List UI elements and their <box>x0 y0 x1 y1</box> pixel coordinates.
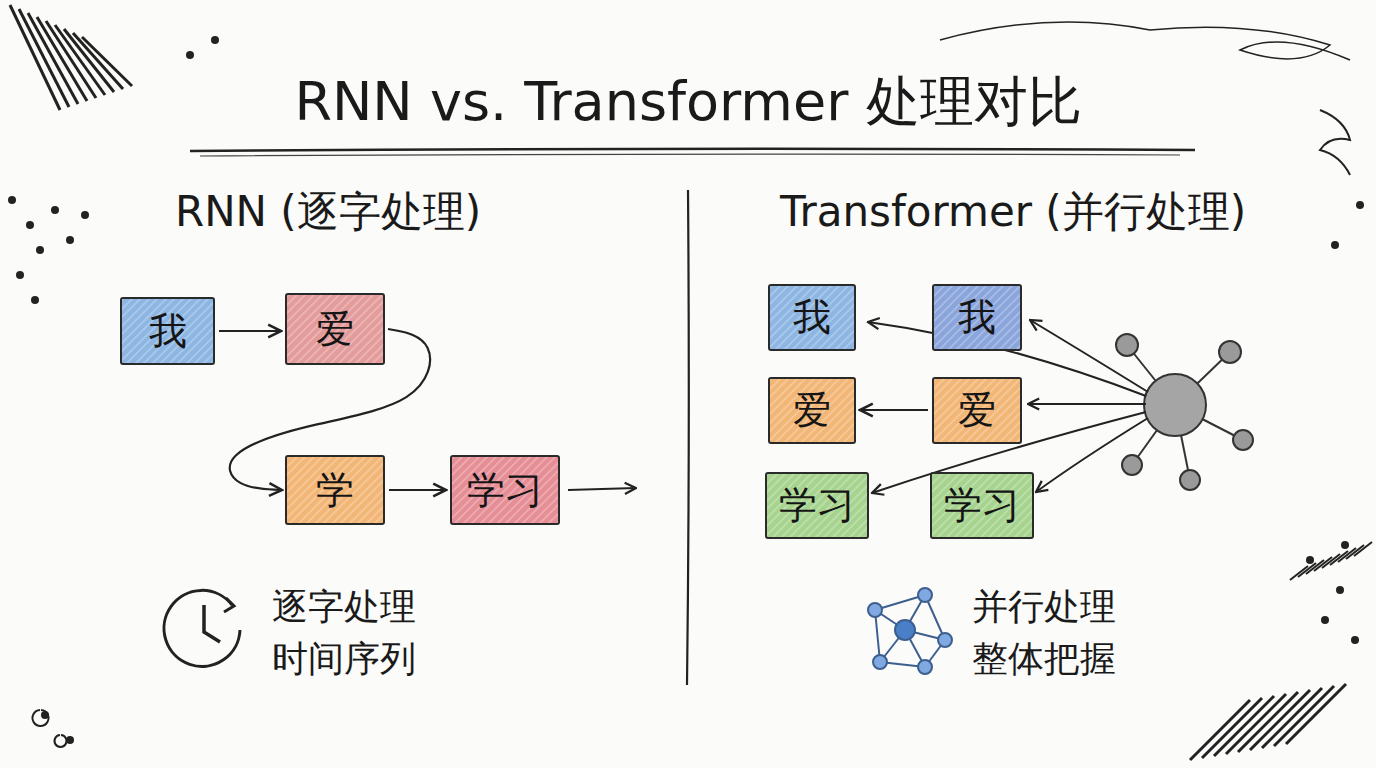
section-heading: RNN (逐字处理) <box>175 184 481 240</box>
token-box: 爱 <box>932 377 1022 444</box>
token-box: 学 <box>285 455 385 525</box>
clock-icon <box>164 590 240 666</box>
token-text: 学习 <box>467 465 543 516</box>
token-text: 学习 <box>779 480 855 531</box>
diagram-title: RNN vs. Transformer 处理对比 <box>0 66 1376 139</box>
section-heading: Transformer (并行处理) <box>780 184 1246 240</box>
network-icon <box>868 588 952 674</box>
caption-note: 整体把握 <box>972 635 1116 684</box>
token-text: 我 <box>149 306 187 357</box>
token-text: 学 <box>316 465 354 516</box>
token-box: 爱 <box>285 293 385 365</box>
token-box: 我 <box>120 297 215 365</box>
token-box: 学习 <box>930 472 1034 539</box>
attention-hub <box>1116 334 1253 490</box>
title-underline <box>200 154 1180 156</box>
token-text: 我 <box>958 292 996 343</box>
token-text: 爱 <box>793 385 831 436</box>
caption-note: 并行处理 <box>972 583 1116 632</box>
caption-note: 时间序列 <box>272 635 416 684</box>
sequence-arrow <box>219 330 281 332</box>
token-text: 学习 <box>944 480 1020 531</box>
token-box: 我 <box>768 284 856 351</box>
sequence-arrow <box>860 409 928 411</box>
token-box: 学习 <box>765 472 869 539</box>
token-box: 爱 <box>768 377 856 444</box>
token-text: 爱 <box>958 385 996 436</box>
title-underline <box>190 149 1195 151</box>
token-box: 我 <box>932 284 1022 351</box>
token-text: 我 <box>793 292 831 343</box>
divider-line <box>687 190 689 685</box>
token-text: 爱 <box>316 304 354 355</box>
sequence-arrow <box>389 489 446 491</box>
caption-note: 逐字处理 <box>272 583 416 632</box>
token-box: 学习 <box>450 455 560 525</box>
output-arrow <box>568 488 636 490</box>
